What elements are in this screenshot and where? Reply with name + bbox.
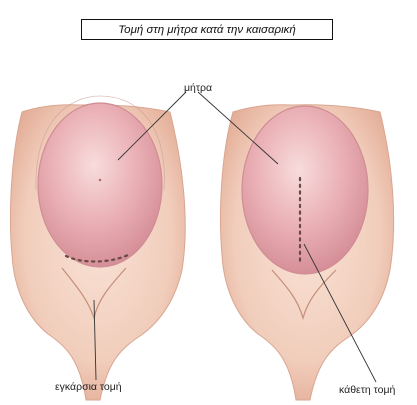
left-uterus [38,103,162,267]
uterus-label: μήτρα [184,82,212,94]
left-torso [10,96,185,400]
vertical-incision-label: κάθετη τομή [339,384,395,396]
right-torso [220,105,393,400]
left-navel [99,179,102,182]
right-uterus [242,106,368,274]
transverse-incision-label: εγκάρσια τομή [55,381,122,393]
